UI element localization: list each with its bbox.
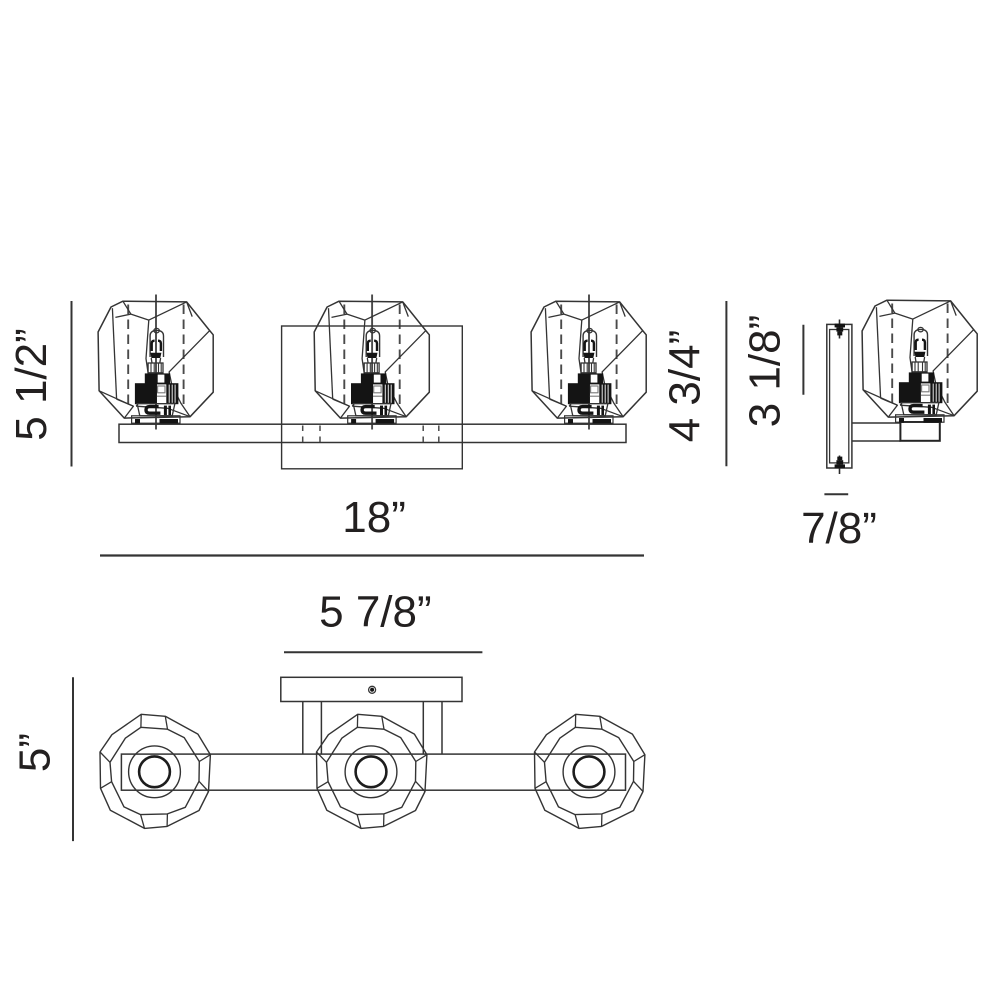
svg-text:5 7/8”: 5 7/8” — [319, 587, 432, 636]
svg-text:3 1/8”: 3 1/8” — [741, 315, 790, 428]
svg-text:5 1/2”: 5 1/2” — [7, 328, 56, 441]
svg-text:7/8”: 7/8” — [801, 504, 877, 553]
svg-text:18”: 18” — [342, 493, 406, 542]
svg-text:5”: 5” — [11, 733, 60, 772]
svg-text:4 3/4”: 4 3/4” — [660, 330, 709, 443]
